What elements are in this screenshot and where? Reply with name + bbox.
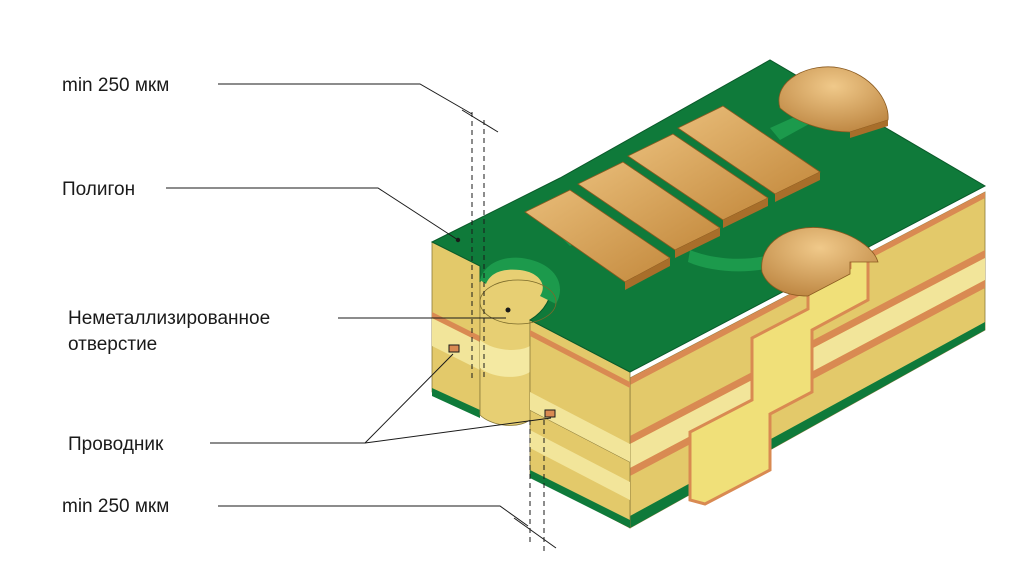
pad-4 bbox=[677, 105, 821, 202]
leader-conductor-left bbox=[210, 353, 454, 444]
leader-min-top bbox=[218, 83, 473, 115]
front-left-mask bbox=[432, 388, 480, 418]
label-hole-line2: отверстие bbox=[68, 334, 157, 355]
pcb-board bbox=[430, 59, 987, 529]
label-conductor: Проводник bbox=[68, 434, 164, 455]
pad-1 bbox=[524, 189, 671, 290]
leader-min-bottom bbox=[218, 505, 529, 527]
leader-polygon bbox=[166, 187, 459, 241]
front-left-copper bbox=[432, 312, 480, 342]
leader-conductor-right bbox=[364, 417, 552, 444]
pad-3 bbox=[627, 133, 769, 228]
hole-center-dot bbox=[505, 307, 511, 313]
labels: min 250 мкм Полигон Неметаллизированное … bbox=[62, 75, 270, 517]
annotation-lines bbox=[166, 83, 557, 552]
label-polygon: Полигон bbox=[62, 179, 135, 200]
dim-bottom-tick bbox=[513, 517, 557, 549]
dim-top-tick bbox=[461, 109, 499, 133]
pad-2 bbox=[577, 161, 721, 258]
conductor-left-mark bbox=[448, 344, 460, 353]
conductor-right-mark bbox=[544, 409, 556, 418]
front-right-copper bbox=[530, 330, 630, 388]
top-bevel bbox=[480, 257, 561, 304]
hole-wall-band bbox=[480, 340, 530, 377]
hole-rim bbox=[479, 279, 557, 325]
label-hole-line1: Неметаллизированное bbox=[68, 308, 270, 329]
front-left-light-band bbox=[432, 318, 480, 370]
castellation-right bbox=[761, 227, 879, 297]
castellation-top bbox=[778, 66, 889, 138]
label-min-top: min 250 мкм bbox=[62, 75, 169, 96]
front-lower-mask bbox=[530, 470, 630, 528]
label-min-bottom: min 250 мкм bbox=[62, 496, 169, 517]
front-lower-light-band bbox=[530, 430, 630, 500]
